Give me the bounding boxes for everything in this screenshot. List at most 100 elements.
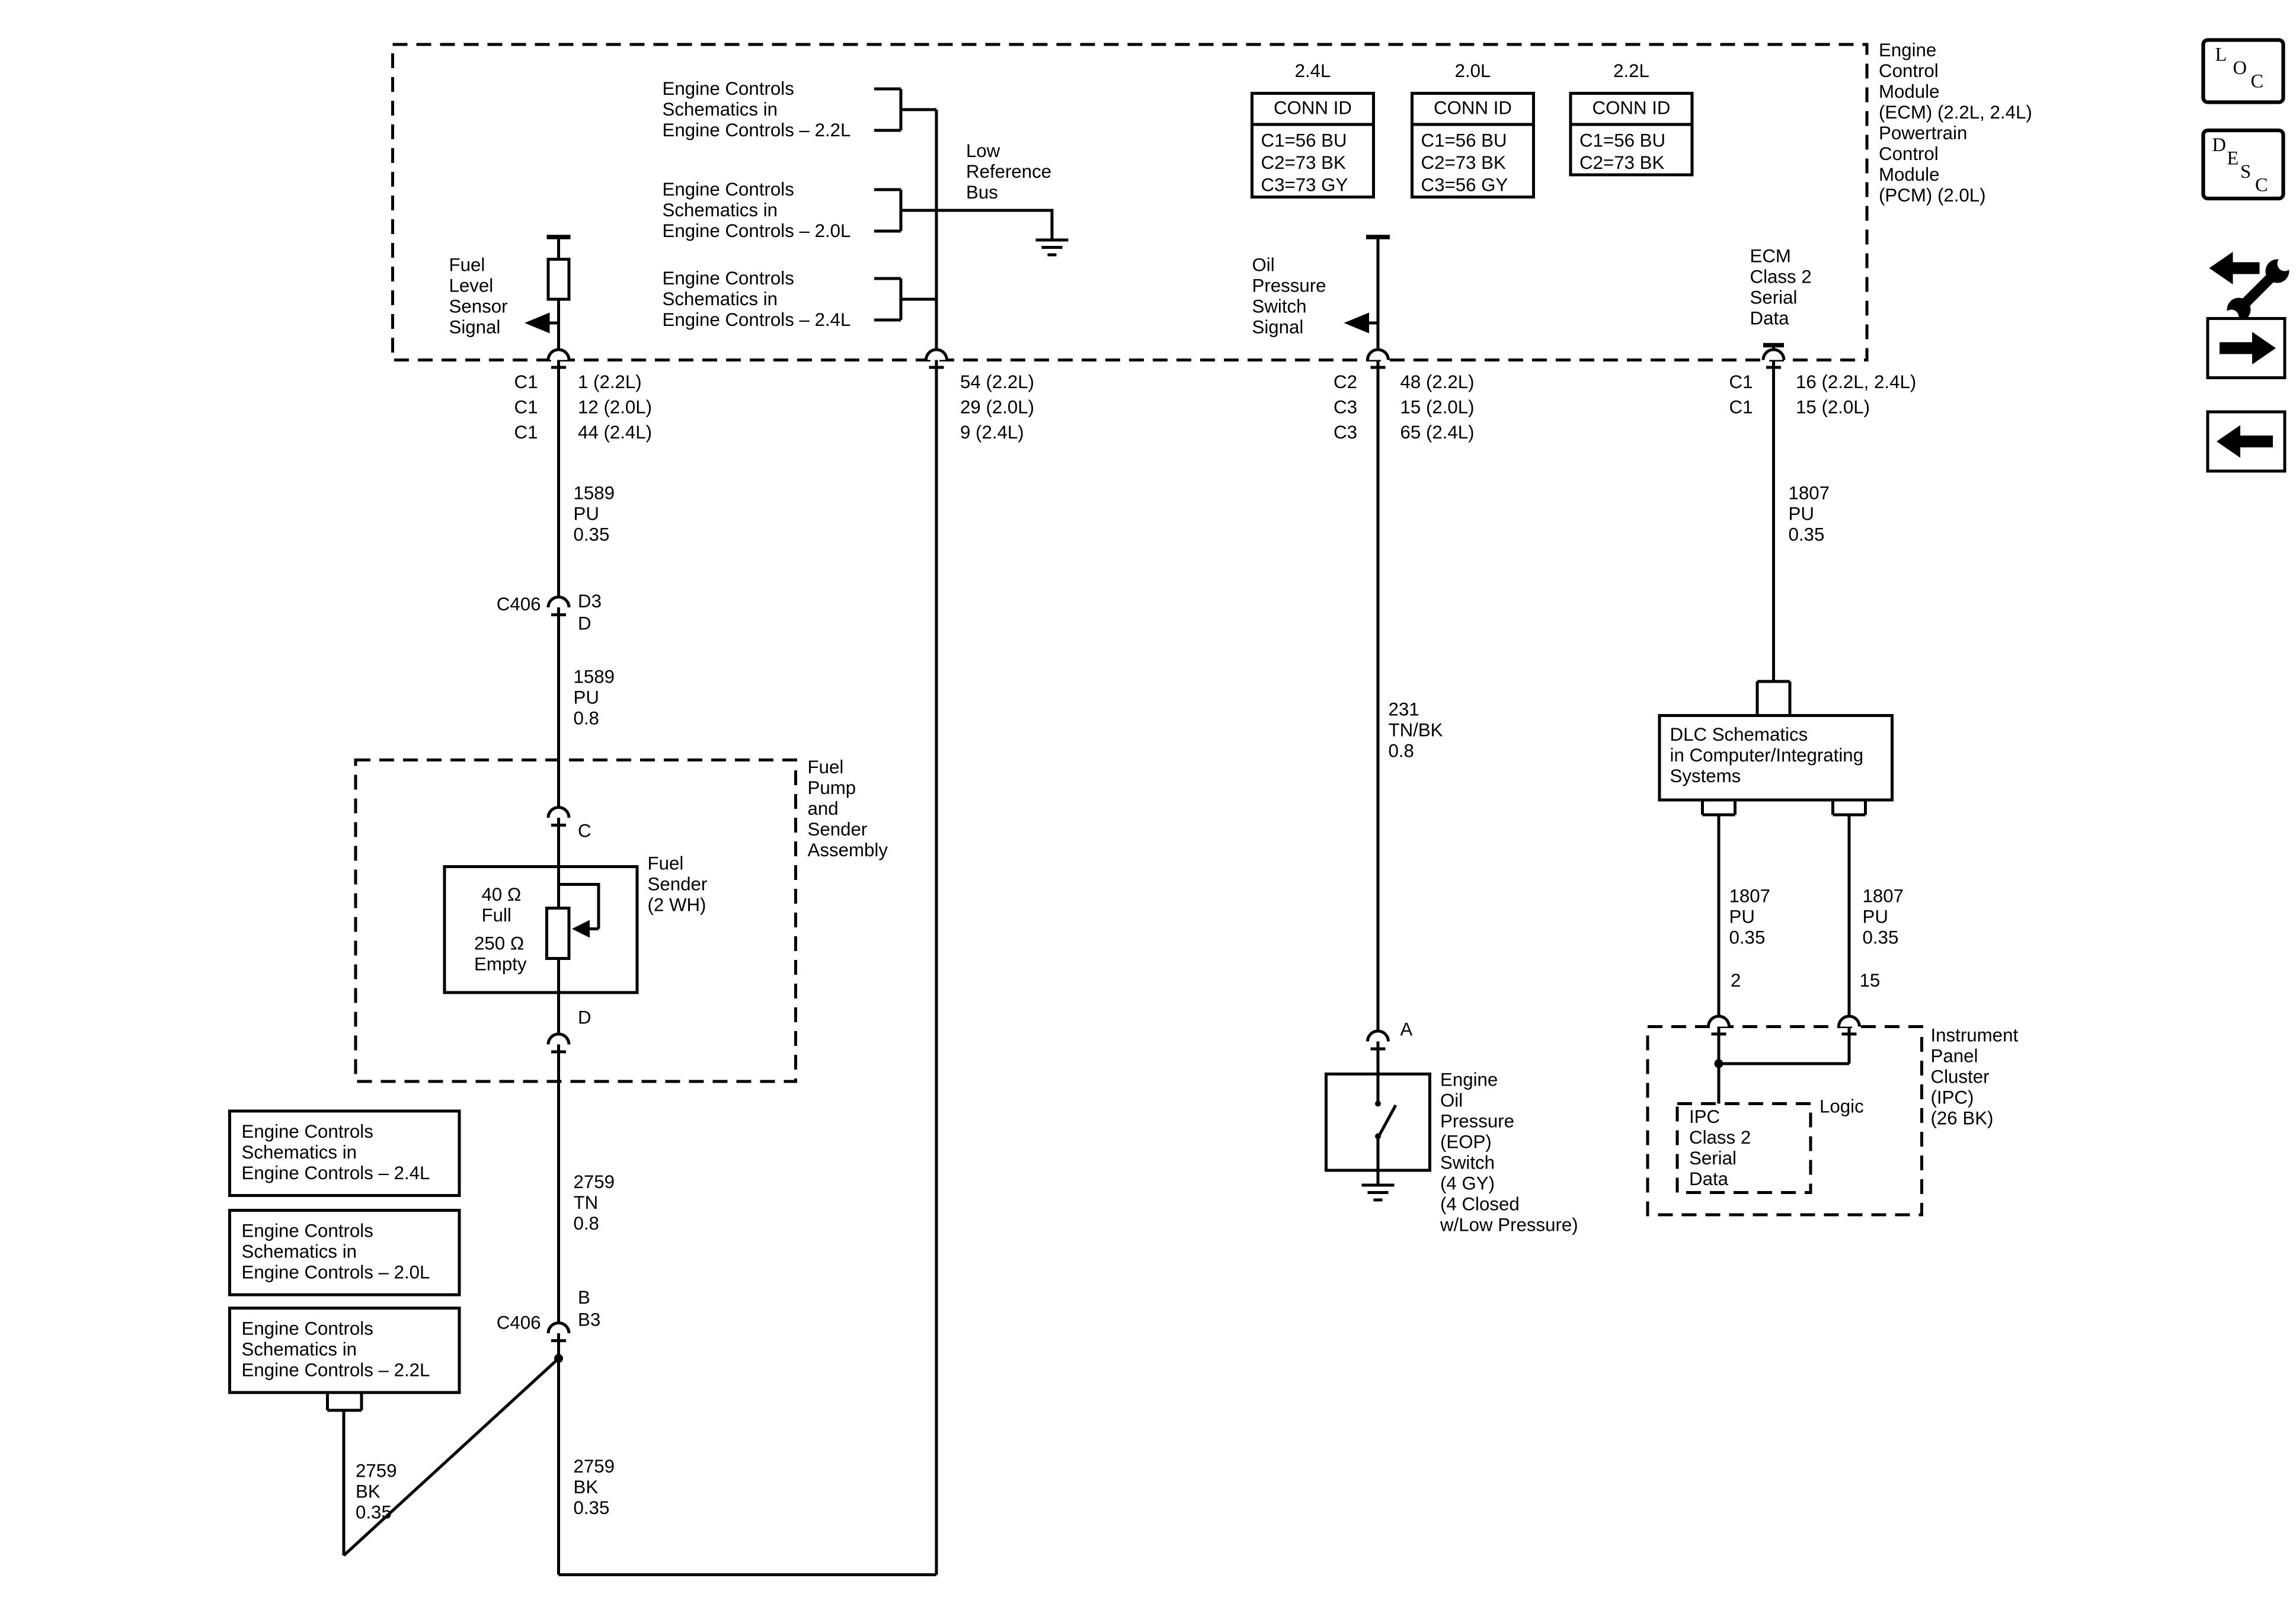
conn-id-box-22l [1569, 92, 1694, 177]
ipc-serial-inner-box [1675, 1102, 1812, 1194]
bracket-ref-20l [874, 188, 936, 233]
sender-pin-c: C [578, 821, 591, 841]
ecm-serial-label: ECM Class 2 Serial Data [1750, 246, 1812, 329]
connector-icon-c406-upper [546, 596, 571, 616]
oil-pressure-signal-label: Oil Pressure Switch Signal [1252, 255, 1326, 338]
c406-lower-name: C406 [496, 1313, 541, 1333]
fuel-pins-left: C1 C1 C1 [514, 372, 538, 443]
sender-pin-d: D [578, 1007, 591, 1028]
ref-branch-wire [325, 1357, 560, 1557]
conn-id-box-24l [1250, 92, 1375, 199]
bracket-ref-22l [874, 87, 936, 132]
fuel-assembly-label: Fuel Pump and Sender Assembly [807, 757, 888, 861]
eop-contact-dot-bottom [1374, 1133, 1381, 1140]
desc-button[interactable] [2201, 128, 2285, 201]
fuel-pins-right: 1 (2.2L) 12 (2.0L) 44 (2.4L) [578, 372, 653, 443]
desc-letter-s: S [2240, 160, 2252, 183]
oil-pins-left: C2 C3 C3 [1334, 372, 1357, 443]
oil-pins-right: 48 (2.2L) 15 (2.0L) 65 (2.4L) [1400, 372, 1475, 443]
wrench-head-notch [2277, 256, 2292, 271]
dlc-right-bracket-wire [1831, 799, 1867, 1027]
ref-box-24l [228, 1109, 461, 1197]
conn-engine-22l: 2.2L [1613, 60, 1649, 82]
wire-label-1589-035: 1589 PU 0.35 [573, 483, 615, 545]
conn-rows-24l: C1=56 BU C2=73 BK C3=73 GY [1261, 130, 1348, 196]
bracket-ref-24l [874, 277, 936, 322]
sender-resistor-icon [545, 906, 571, 960]
loc-letter-l: L [2215, 43, 2227, 65]
ipc-boundary-box [1646, 1025, 1923, 1217]
connector-icon-ecm-fuel [546, 348, 571, 369]
connector-icon-ecm-bus [924, 348, 948, 369]
dlc-box [1658, 713, 1894, 802]
c406-upper-pins: D3 D [578, 591, 602, 635]
desc-letter-c: C [2255, 173, 2268, 196]
ecm-boundary-box [391, 43, 1869, 361]
oil-signal-arrow-icon [1344, 312, 1369, 334]
sender-wiper-arrow-icon [571, 920, 590, 938]
ipc-inner-label: IPC Class 2 Serial Data [1689, 1106, 1751, 1190]
wire-label-1589-08: 1589 PU 0.8 [573, 667, 615, 729]
low-reference-ground-tap [936, 209, 1054, 240]
conn-header-24l: CONN ID [1274, 98, 1352, 119]
loc-letter-o: O [2233, 56, 2247, 79]
dlc-top-bracket [1755, 680, 1792, 716]
fuel-assembly-boundary-box [354, 758, 797, 1083]
ipc-label: Instrument Panel Cluster (IPC) (26 BK) [1930, 1025, 2019, 1129]
wrench-shaft-icon[interactable] [2239, 271, 2277, 309]
ipc-pin-15: 15 [1859, 970, 1881, 991]
conn-header-20l: CONN ID [1434, 98, 1512, 119]
connector-icon-ecm-oil [1366, 348, 1390, 369]
connector-icon-eop-a [1366, 1029, 1390, 1051]
ecm-schematic-ref-20l: Engine Controls Schematics in Engine Con… [662, 179, 851, 242]
c406-upper-name: C406 [496, 594, 541, 615]
ipc-internal-wires [1717, 1026, 1851, 1104]
conn-engine-24l: 2.4L [1294, 60, 1331, 82]
loc-letter-c: C [2250, 69, 2264, 92]
ground-icon [1035, 238, 1069, 257]
junction-dot-ipc [1714, 1059, 1723, 1068]
serial-pins-left: C1 C1 [1729, 372, 1753, 418]
ecm-schematic-ref-22l: Engine Controls Schematics in Engine Con… [662, 78, 851, 141]
connector-icon-sender-d [546, 1032, 571, 1054]
wire-label-231: 231 TN/BK 0.8 [1388, 699, 1443, 761]
sender-empty-label: 250 Ω Empty [474, 933, 527, 975]
nav-icons [2201, 38, 2292, 473]
forward-arrow-icon[interactable] [2219, 331, 2276, 364]
wire-label-2759-tn: 2759 TN 0.8 [573, 1172, 615, 1234]
wire-label-2759-bk-right: 2759 BK 0.35 [573, 1456, 615, 1519]
connector-icon-ipc-15 [1837, 1014, 1861, 1036]
conn-header-22l: CONN ID [1592, 98, 1671, 119]
back-arrow-icon[interactable] [2216, 425, 2273, 458]
serial-pins-right: 16 (2.2L, 2.4L) 15 (2.0L) [1796, 372, 1917, 418]
wire-label-1807-right: 1807 PU 0.35 [1862, 886, 1904, 948]
adjust-arrow-icon[interactable] [2209, 251, 2260, 284]
low-reference-bus-label: Low Reference Bus [966, 140, 1052, 203]
fuel-level-signal-label: Fuel Level Sensor Signal [449, 255, 508, 338]
wire-label-1807-top: 1807 PU 0.35 [1788, 483, 1830, 545]
ipc-pin-2: 2 [1731, 970, 1741, 991]
conn-rows-20l: C1=56 BU C2=73 BK C3=56 GY [1421, 130, 1508, 196]
connector-icon-ipc-2 [1706, 1014, 1731, 1036]
ecm-module-label: Engine Control Module (ECM) (2.2L, 2.4L)… [1879, 40, 2032, 206]
bus-pins-right: 54 (2.2L) 29 (2.0L) 9 (2.4L) [960, 372, 1035, 443]
conn-engine-20l: 2.0L [1454, 60, 1491, 82]
ref-box-22l [228, 1306, 461, 1394]
ground-icon-eop [1361, 1183, 1395, 1202]
fuel-sender-label: Fuel Sender (2 WH) [647, 853, 708, 916]
fuel-signal-arrow-icon [524, 312, 550, 334]
eop-switch-symbol [1376, 1074, 1398, 1185]
bottom-ref-22l: Engine Controls Schematics in Engine Con… [241, 1318, 430, 1381]
eop-pin-a: A [1400, 1019, 1413, 1040]
loc-button[interactable] [2201, 38, 2285, 104]
ipc-logic-label: Logic [1819, 1096, 1864, 1117]
wire-label-2759-bk-left: 2759 BK 0.35 [356, 1461, 397, 1523]
connector-icon-sender-c [546, 806, 571, 827]
c406-lower-pins: B B3 [578, 1287, 601, 1331]
conn-rows-22l: C1=56 BU C2=73 BK [1579, 130, 1666, 174]
bottom-ref-20l: Engine Controls Schematics in Engine Con… [241, 1221, 430, 1283]
wire-label-1807-left: 1807 PU 0.35 [1729, 886, 1771, 948]
adjust-wrench-icon[interactable] [2209, 251, 2292, 325]
